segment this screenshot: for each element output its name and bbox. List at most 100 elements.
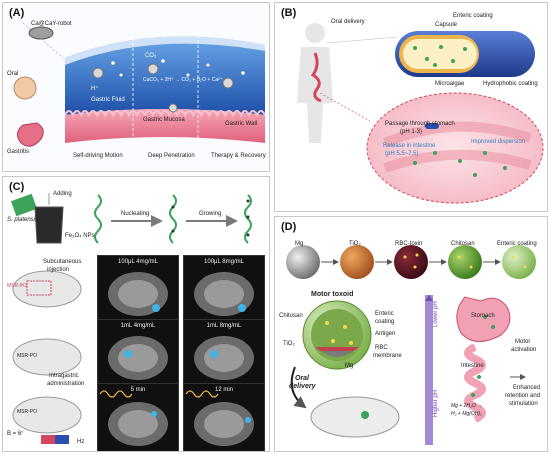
- stimulation-label: stimulation: [509, 401, 538, 407]
- rbc2-label: membrane: [373, 353, 402, 359]
- nps-label: Fe₃O₄ NPs: [65, 233, 95, 239]
- intestine-organ: [464, 343, 486, 423]
- adding-label: Adding: [53, 191, 72, 197]
- step-mg-sphere: [286, 245, 320, 279]
- intragastric-label: Intragastric: [49, 373, 79, 379]
- h-ion-label: H⁺: [91, 86, 99, 92]
- oral-label-d: Oral: [295, 375, 310, 382]
- mouse-1: [12, 270, 82, 308]
- higher-ph-label: Higher pH: [433, 389, 439, 417]
- step-chitosan-label: Chitosan: [451, 241, 475, 247]
- delivery-label-d: delivery: [289, 383, 316, 390]
- gastritis-label: Gastritis: [7, 149, 30, 155]
- mri-caption-5: 5 min: [130, 387, 146, 393]
- improved-label: Improved dispersion: [471, 139, 526, 145]
- antigen-label: Antigen: [375, 331, 396, 337]
- enhanced-label: Enhanced: [513, 385, 541, 391]
- stage-label-2: Deep Penetration: [148, 153, 195, 159]
- robot-capsule: [28, 26, 54, 40]
- mouse-3: [12, 396, 82, 434]
- hz-label: Hz: [77, 439, 85, 445]
- mri-caption-6: 12 min: [214, 387, 233, 393]
- subq-label: Subcutaneous: [43, 259, 82, 265]
- step-rbc-sphere: [394, 245, 428, 279]
- microalgae-label: Microalgae: [435, 81, 465, 87]
- reaction-label: CaCO₃ + 2H⁺ → CO₂ + H₂O + Ca²⁺: [143, 77, 223, 83]
- human-silhouette: [297, 23, 333, 143]
- hydrophobic-coating-label: Hydrophobic coating: [483, 81, 538, 87]
- spirulina-helix-3: [244, 194, 252, 244]
- mouse-2: [12, 338, 82, 376]
- growing-label: Growing: [199, 211, 222, 217]
- lower-ph-label: Lower pH: [433, 301, 439, 327]
- panel-d: (D): [274, 216, 548, 452]
- passage-ph-label: (pH 1-3): [400, 129, 423, 135]
- oral-delivery-label: Oral delivery: [331, 19, 365, 25]
- mri-body-3: [108, 336, 168, 380]
- gastric-top-surface: [65, 36, 265, 65]
- step-chitosan-sphere: [448, 245, 482, 279]
- beaker: [34, 206, 64, 244]
- species-label: S. platensis: [7, 217, 39, 223]
- capsule-label: Capsule: [435, 22, 458, 28]
- mri-image-6: 12 min: [183, 383, 265, 451]
- stomach-icon: [17, 122, 44, 147]
- mg-label: Mg: [345, 363, 354, 369]
- spirulina-block: [10, 193, 38, 217]
- mri-image-5: 5 min: [97, 383, 179, 451]
- step-mg-label: Mg: [295, 241, 304, 247]
- gastric-wall-layer: [65, 109, 265, 143]
- motor-label: Motor: [515, 339, 531, 345]
- msr-label-2: MSR-PO: [17, 353, 37, 359]
- enteric-label: Enteric: [375, 311, 394, 317]
- mucosa-villi: [64, 110, 266, 118]
- gastric-wall-label: Gastric Wall: [225, 121, 258, 127]
- mri-body-4: [194, 336, 254, 380]
- mri-body-1: [108, 272, 168, 316]
- msr-label-1: MSR-PO: [7, 283, 27, 289]
- rbc-label: RBC: [375, 345, 388, 351]
- step-tio2-sphere: [340, 245, 374, 279]
- person-head: [13, 76, 37, 100]
- stage-label-3: Therapy & Recovery: [211, 153, 266, 159]
- equation-2: H₂ + Mg(OH)₂: [451, 411, 482, 417]
- panel-a-label: (A): [9, 7, 25, 19]
- co2-label: CO₂: [145, 53, 157, 59]
- stomach-organ: [456, 296, 511, 342]
- panel-c: (C) Adding S. platensis Fe₃O₄ NPs: [2, 176, 270, 452]
- subq2-label: injection: [47, 267, 70, 273]
- enteric-coating-label: Enteric coating: [453, 13, 493, 19]
- panel-b-label: (B): [281, 7, 297, 19]
- panel-d-label: (D): [281, 221, 297, 233]
- mri-image-3: 1mL 4mg/mL: [97, 319, 179, 389]
- mri-caption-2: 100μL 8mg/mL: [204, 259, 244, 265]
- mri-image-4: 1mL 8mg/mL: [183, 319, 265, 389]
- enteric2-label: coating: [375, 319, 395, 325]
- panel-b: (B): [274, 2, 548, 212]
- chitosan-label: Chitosan: [279, 313, 303, 319]
- mri-body-6: [185, 390, 254, 446]
- mri-image-2: 100μL 8mg/mL: [183, 255, 265, 325]
- equation-1: Mg + 2H₂O →: [451, 403, 483, 409]
- stage-label-1: Self-driving Motion: [73, 153, 123, 159]
- intragastric2-label: administration: [47, 381, 85, 387]
- mri-body-2: [194, 272, 254, 316]
- gastric-fluid-label: Gastric Fluid: [91, 97, 125, 103]
- mri-caption-4: 1mL 8mg/mL: [206, 323, 242, 329]
- retention-label: retention and: [505, 393, 541, 399]
- oral-delivery-arrow: [290, 366, 307, 409]
- passage-label: Passage through stomach: [385, 121, 455, 127]
- field-label: B = 6°: [7, 431, 24, 437]
- msr-label-3: MSR-PO: [17, 409, 37, 415]
- spirulina-helix-1: [94, 194, 102, 244]
- activation-label: activation: [511, 347, 537, 353]
- step-rbc-label: RBC-toxin: [395, 241, 423, 247]
- step-enteric-sphere: [502, 245, 536, 279]
- mri-caption-3: 1mL 4mg/mL: [120, 323, 156, 329]
- spirulina-helix-2: [169, 194, 177, 244]
- panel-d-illustration: [286, 245, 536, 445]
- panel-c-label: (C): [9, 181, 25, 193]
- release-ph-label: (pH 5.5~7.5): [385, 151, 419, 157]
- panel-a-illustration: [13, 22, 266, 147]
